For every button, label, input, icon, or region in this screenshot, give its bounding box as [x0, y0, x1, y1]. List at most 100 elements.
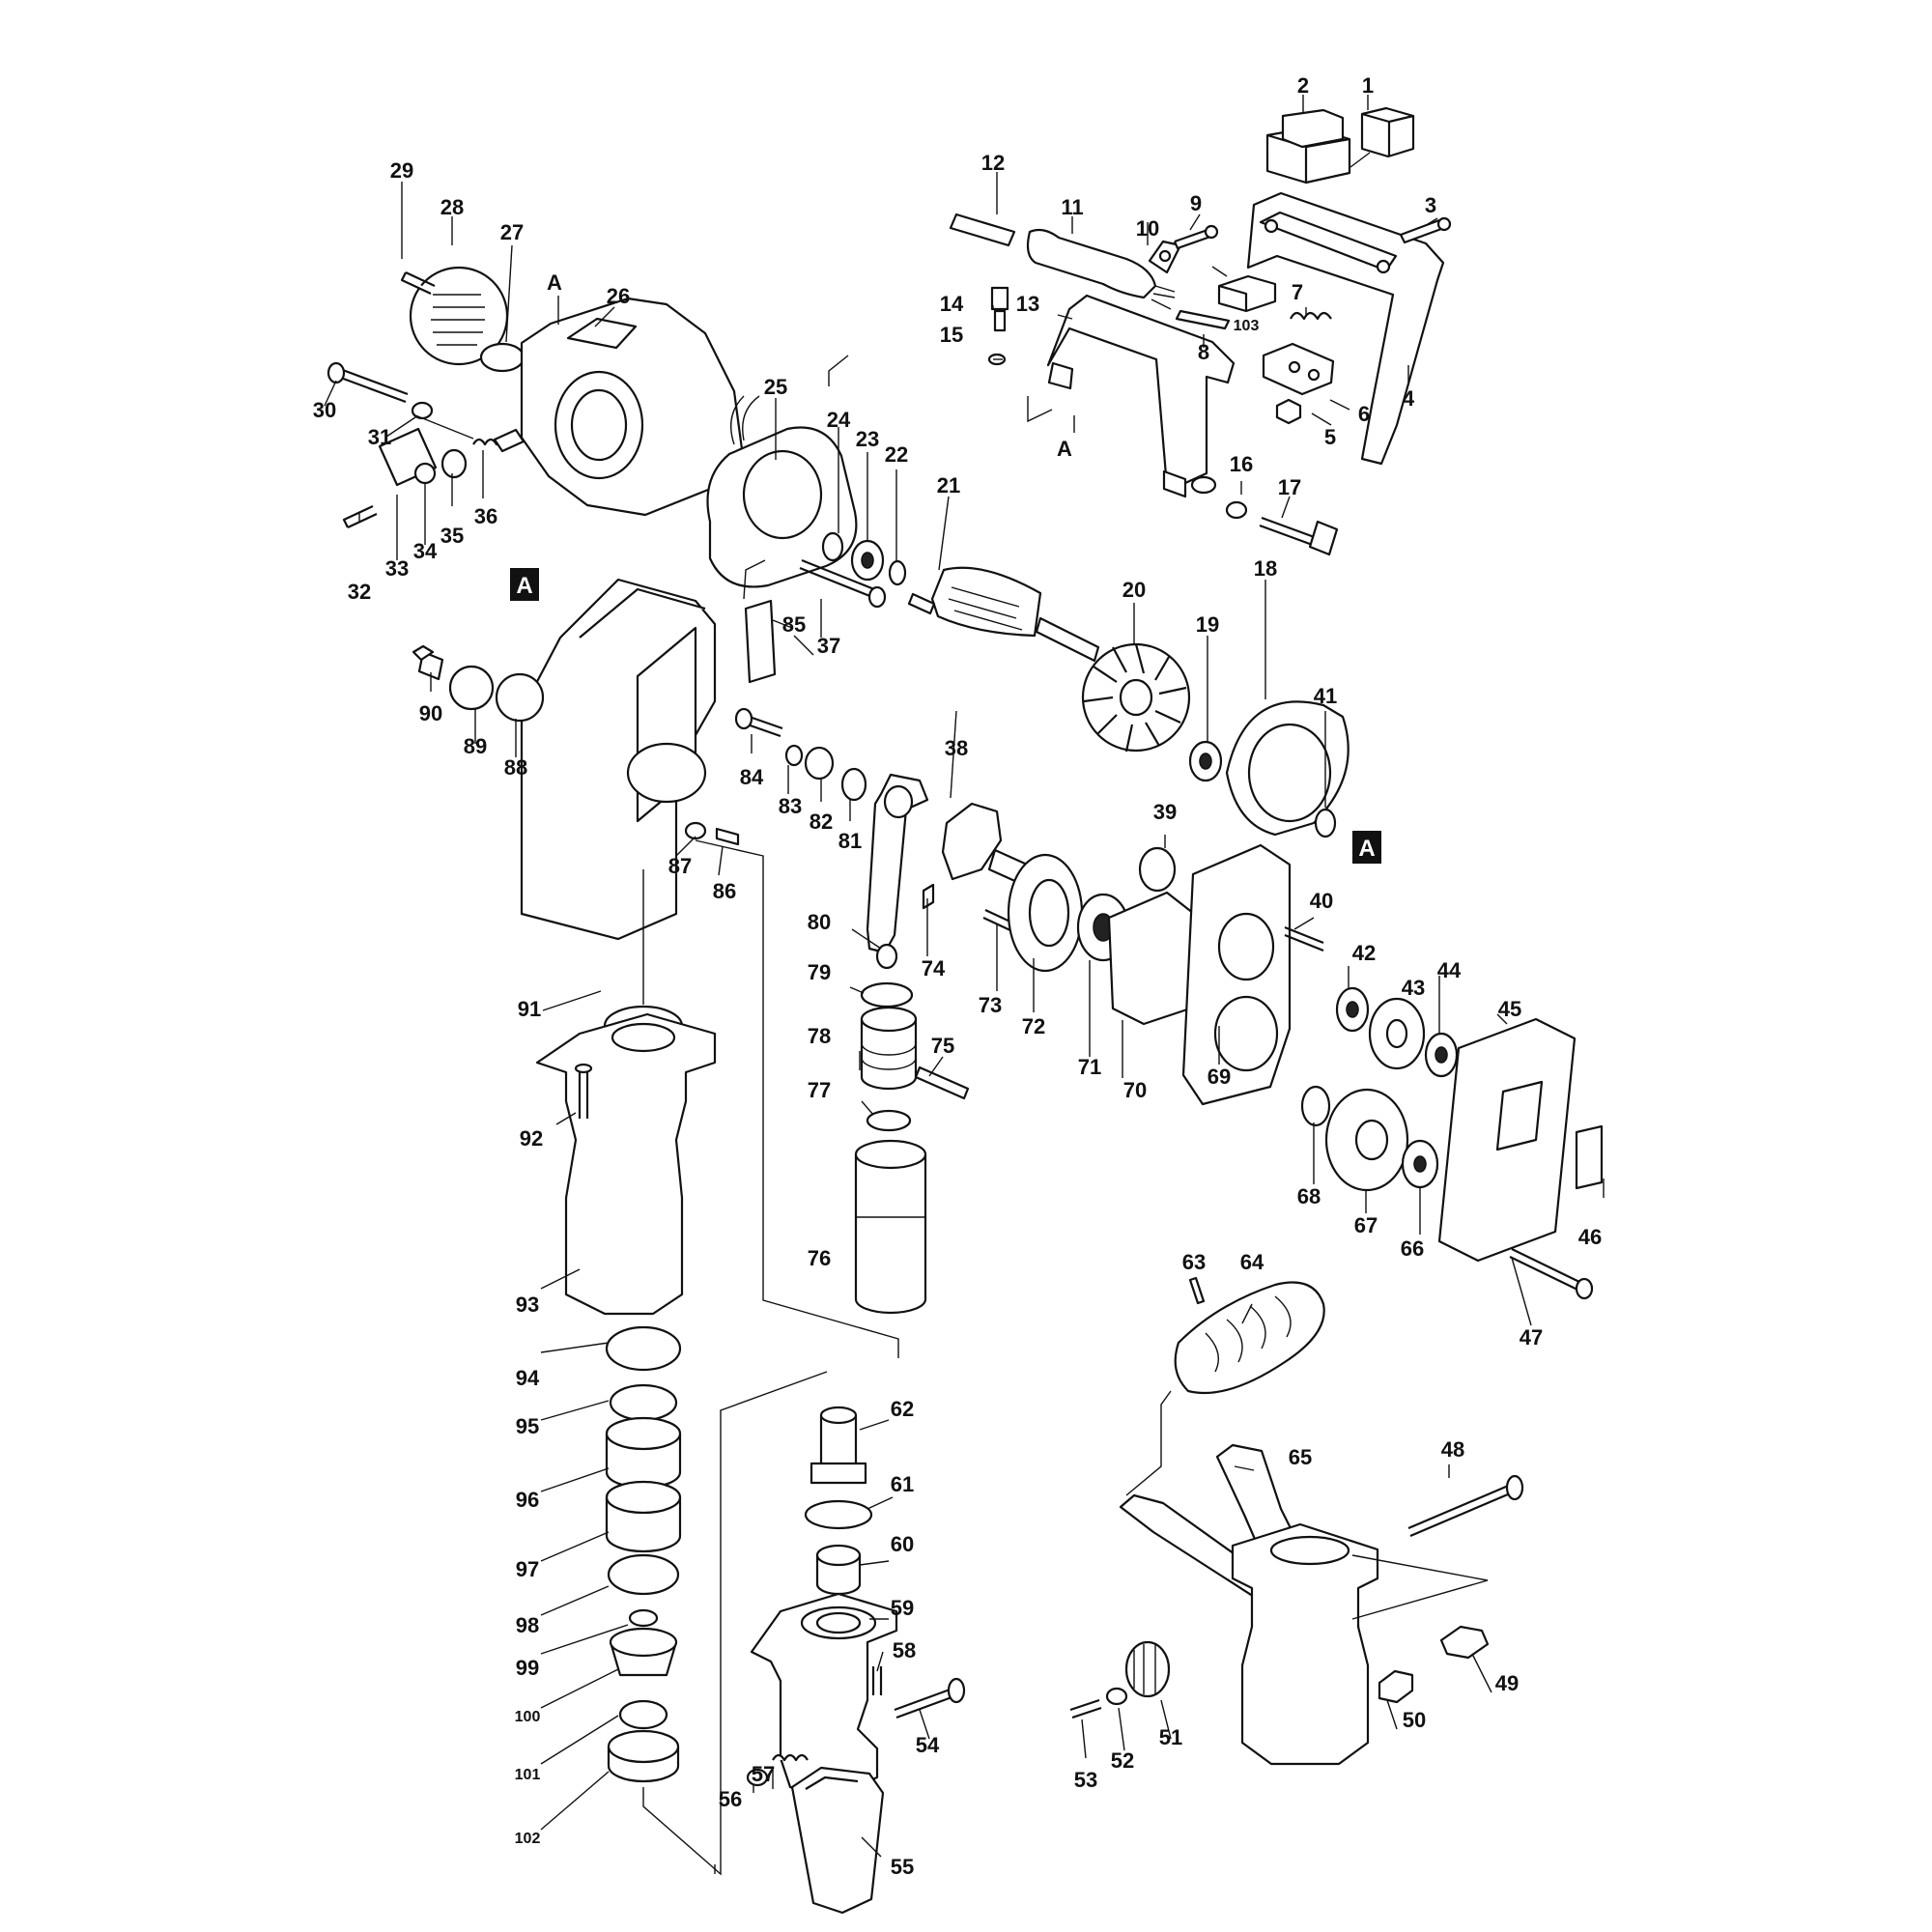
part-98	[607, 1553, 680, 1596]
label-30: 30	[313, 398, 336, 422]
part-35	[440, 448, 468, 479]
part-81	[840, 767, 867, 802]
part-92	[578, 1070, 589, 1119]
label-18: 18	[1254, 556, 1277, 581]
label-79: 79	[808, 960, 831, 984]
part-54	[894, 1687, 955, 1719]
ref-mark-a-left: A	[510, 568, 539, 601]
label-102: 102	[515, 1831, 541, 1847]
label-54: 54	[916, 1733, 940, 1757]
label-22: 22	[885, 442, 908, 467]
part-37	[799, 558, 875, 599]
part-75	[914, 1065, 970, 1100]
part-53	[1069, 1698, 1102, 1719]
part-48	[1407, 1482, 1516, 1538]
part-76	[854, 1154, 927, 1315]
label-46: 46	[1578, 1225, 1602, 1249]
label-6: 6	[1358, 402, 1370, 426]
label-37: 37	[817, 634, 840, 658]
label-68: 68	[1297, 1184, 1321, 1208]
label-57: 57	[752, 1762, 775, 1786]
label-24: 24	[827, 408, 851, 432]
part-34	[413, 462, 437, 485]
part-63	[1188, 1276, 1206, 1305]
label-3: 3	[1425, 193, 1436, 217]
label-78: 78	[808, 1024, 831, 1048]
gear-parts	[1300, 986, 1604, 1300]
part-52	[1105, 1687, 1128, 1706]
label-50: 50	[1403, 1708, 1426, 1732]
part-22	[888, 559, 907, 586]
part-40	[1284, 925, 1324, 952]
label-21: 21	[937, 473, 960, 497]
ref-mark-a-right: A	[1352, 831, 1381, 864]
ref-mark-a-left-text: A	[516, 573, 532, 599]
label-69: 69	[1208, 1065, 1231, 1089]
cord-parts	[949, 213, 1219, 310]
label-12: 12	[981, 151, 1005, 175]
part-79	[860, 981, 914, 1009]
label-60: 60	[891, 1532, 914, 1556]
part-46	[1575, 1124, 1604, 1190]
part-55	[790, 1766, 885, 1915]
part-51	[1124, 1640, 1171, 1698]
label-59: 59	[891, 1596, 914, 1620]
label-63: 63	[1182, 1250, 1206, 1274]
side-handle	[987, 286, 1339, 556]
label-90: 90	[419, 701, 442, 725]
label-52: 52	[1111, 1748, 1134, 1773]
part-80	[866, 773, 929, 954]
label-85: 85	[782, 612, 806, 637]
label-71: 71	[1078, 1055, 1101, 1079]
label-16: 16	[1230, 452, 1253, 476]
part-11	[1026, 228, 1157, 299]
part-61	[804, 1499, 873, 1530]
part-16	[1225, 500, 1248, 520]
part-30	[337, 367, 409, 404]
part-93	[535, 1012, 717, 1316]
label-55: 55	[891, 1855, 914, 1879]
label-13: 13	[1016, 292, 1039, 316]
label-62: 62	[891, 1397, 914, 1421]
label-23: 23	[856, 427, 879, 451]
label-100: 100	[515, 1709, 541, 1725]
label-10: 10	[1136, 216, 1159, 241]
part-82	[804, 746, 835, 781]
part-88	[495, 672, 545, 723]
part-14	[990, 286, 1009, 332]
label-91: 91	[518, 997, 541, 1021]
label-25: 25	[764, 375, 787, 399]
label-11: 11	[1061, 195, 1083, 219]
label-38: 38	[945, 736, 968, 760]
part-13	[1046, 294, 1236, 485]
label-53: 53	[1074, 1768, 1097, 1792]
label-103: 103	[1234, 318, 1260, 334]
part-20	[1081, 642, 1191, 753]
label-82: 82	[810, 810, 833, 834]
label-7: 7	[1292, 280, 1303, 304]
part-59	[750, 1592, 898, 1799]
leader-lines	[324, 95, 1605, 1876]
label-47: 47	[1520, 1325, 1543, 1350]
label-61: 61	[891, 1472, 914, 1496]
part-77	[866, 1109, 912, 1132]
label-29: 29	[390, 158, 413, 183]
ref-letter-a-handle: A	[1057, 437, 1072, 461]
part-90	[417, 650, 444, 681]
label-27: 27	[500, 220, 524, 244]
part-12	[949, 213, 1016, 247]
label-77: 77	[808, 1078, 831, 1102]
main-housing	[412, 578, 777, 941]
label-66: 66	[1401, 1236, 1424, 1261]
label-20: 20	[1122, 578, 1146, 602]
tool-holder-parts	[746, 1406, 966, 1915]
label-84: 84	[740, 765, 764, 789]
label-67: 67	[1354, 1213, 1378, 1237]
part-7	[1290, 311, 1332, 321]
part-4	[1246, 191, 1445, 466]
label-28: 28	[440, 195, 464, 219]
part-49	[1439, 1625, 1490, 1660]
part-24	[821, 531, 844, 562]
label-49: 49	[1495, 1671, 1519, 1695]
